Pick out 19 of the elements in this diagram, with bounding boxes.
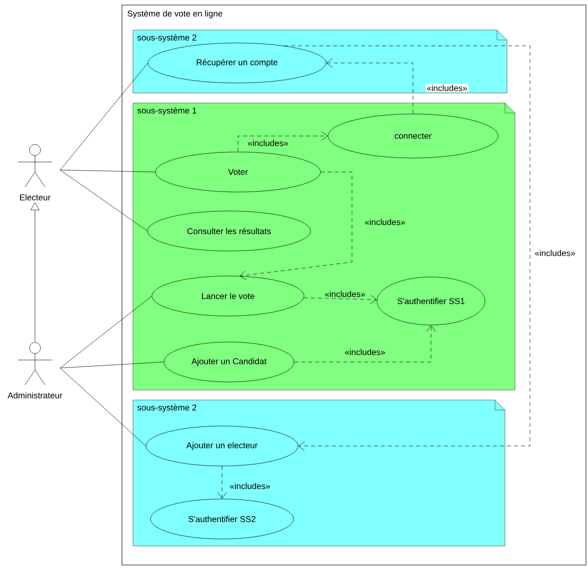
association-line bbox=[60, 362, 164, 368]
include-arrow bbox=[217, 466, 227, 499]
association-line bbox=[60, 296, 152, 368]
include-arrow bbox=[304, 294, 377, 304]
generalization-arrow bbox=[30, 202, 40, 342]
actor-figure: Electeur bbox=[18, 144, 52, 200]
association-line bbox=[60, 368, 146, 446]
node-label: Administrateur bbox=[8, 392, 62, 398]
include-arrow bbox=[326, 58, 414, 114]
association-line bbox=[60, 170, 148, 232]
include-arrow bbox=[240, 172, 352, 280]
association-line bbox=[60, 62, 148, 170]
include-arrow bbox=[284, 46, 530, 451]
actor-figure: Administrateur bbox=[8, 342, 62, 398]
include-arrow bbox=[238, 131, 328, 152]
association-line bbox=[60, 170, 156, 172]
edge-label: «includes» bbox=[534, 248, 576, 258]
node-label: Electeur bbox=[20, 194, 50, 200]
include-arrow bbox=[294, 325, 436, 362]
